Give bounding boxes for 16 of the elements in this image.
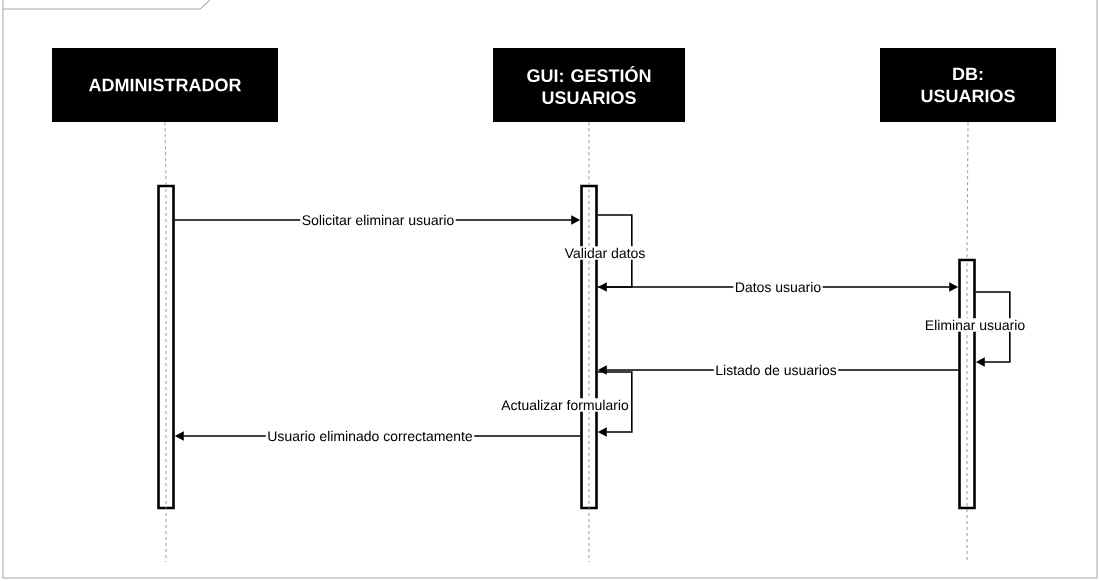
activation-bar bbox=[157, 184, 175, 510]
self-message-arrow bbox=[975, 291, 1011, 367]
lifeline bbox=[966, 121, 969, 260]
message-label: Actualizar formulario bbox=[499, 398, 631, 412]
message-label: Eliminar usuario bbox=[923, 318, 1027, 332]
message-label: Usuario eliminado correctamente bbox=[265, 429, 475, 443]
message-label: Validar datos bbox=[563, 246, 647, 260]
message-label: Listado de usuarios bbox=[713, 363, 839, 377]
message-label: Solicitar eliminar usuario bbox=[300, 213, 456, 227]
lifeline bbox=[164, 121, 167, 186]
participant-box: ADMINISTRADOR bbox=[52, 48, 278, 122]
participant-box: DB: USUARIOS bbox=[880, 48, 1056, 122]
self-message-arrow bbox=[597, 371, 633, 437]
participant-box: GUI: GESTIÓN USUARIOS bbox=[493, 48, 685, 122]
message-label: Datos usuario bbox=[733, 280, 823, 294]
lifeline bbox=[588, 121, 590, 186]
